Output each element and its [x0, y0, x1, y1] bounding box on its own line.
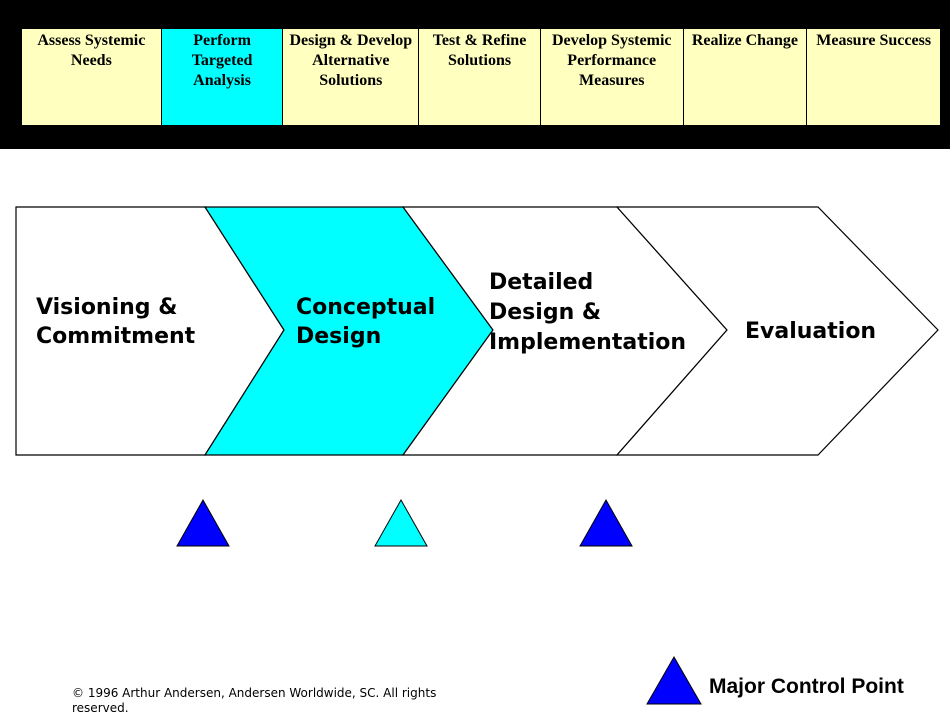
copyright-notice: © 1996 Arthur Andersen, Andersen Worldwi… [72, 686, 437, 715]
phase-label-detailed: Detailed Design & Implementation [489, 270, 686, 355]
phase-label-conceptual-line: Conceptual [296, 295, 435, 320]
step-assess-needs: Assess Systemic Needs [22, 29, 162, 125]
step-performance-measures: Develop Systemic Performance Measures [540, 29, 684, 125]
phase-label-visioning: Visioning & Commitment [36, 295, 196, 349]
step-design-develop: Design & Develop Alternative Solutions [283, 29, 420, 125]
step-test-refine: Test & Refine Solutions [419, 29, 541, 125]
phase-label-evaluation-line: Evaluation [745, 319, 876, 344]
step-measure-success: Measure Success [807, 29, 940, 125]
phase-label-conceptual: Conceptual Design [296, 295, 443, 349]
phase-label-conceptual-line: Design [296, 324, 381, 349]
phase-label-visioning-line: Visioning & [36, 295, 177, 320]
control-point-3-icon [579, 498, 633, 547]
step-realize-change: Realize Change [683, 29, 808, 125]
phase-shape-evaluation [615, 206, 939, 456]
phase-label-evaluation: Evaluation [745, 319, 876, 344]
process-steps-table: Assess Systemic Needs Perform Targeted A… [21, 28, 941, 126]
control-point-1-icon [176, 498, 230, 547]
control-point-2-icon [374, 498, 428, 547]
phase-label-visioning-line: Commitment [36, 324, 196, 349]
step-targeted-analysis: Perform Targeted Analysis [161, 29, 284, 125]
legend-label: Major Control Point [709, 675, 904, 698]
phase-label-detailed-line: Implementation [489, 330, 686, 355]
header-band: Assess Systemic Needs Perform Targeted A… [0, 0, 950, 149]
phase-label-detailed-line: Detailed [489, 270, 593, 295]
legend-major-control-point-icon [646, 655, 702, 705]
phase-label-detailed-line: Design & [489, 300, 601, 325]
